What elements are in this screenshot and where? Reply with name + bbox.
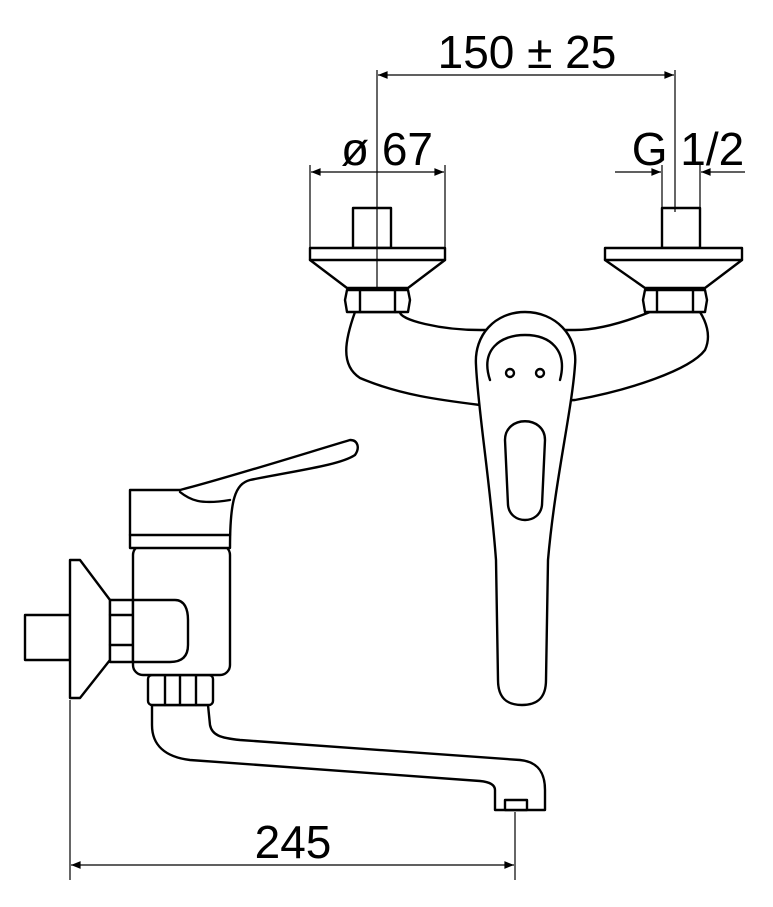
right-nut [641,288,709,314]
indicator-dot-cold [534,367,546,379]
side-body [131,543,232,677]
projection-label: 245 [255,816,332,868]
side-wall-flange [68,558,112,700]
dimension-projection: 245 [69,700,516,880]
center-distance-label: 150 ± 25 [438,26,617,78]
spout [150,703,547,812]
right-inlet-stem [660,206,702,250]
dimension-thread: G 1/2 [615,123,745,208]
lever-grip-recess [503,420,547,522]
flange-diameter-label: ø 67 [341,123,433,175]
left-nut [343,288,412,314]
dimension-center-distance: 150 ± 25 [376,26,676,290]
side-view [23,438,547,812]
right-wall-flange [603,246,744,290]
side-inlet-pipe [23,613,72,662]
thread-label: G 1/2 [632,123,745,175]
indicator-dot-hot [504,367,516,379]
lever-front [474,310,577,707]
front-view [308,206,744,707]
side-lever [128,438,359,550]
side-nut [108,598,135,664]
aerator [503,798,529,812]
left-inlet-stem [351,206,393,250]
dimension-flange-diameter: ø 67 [309,123,446,248]
